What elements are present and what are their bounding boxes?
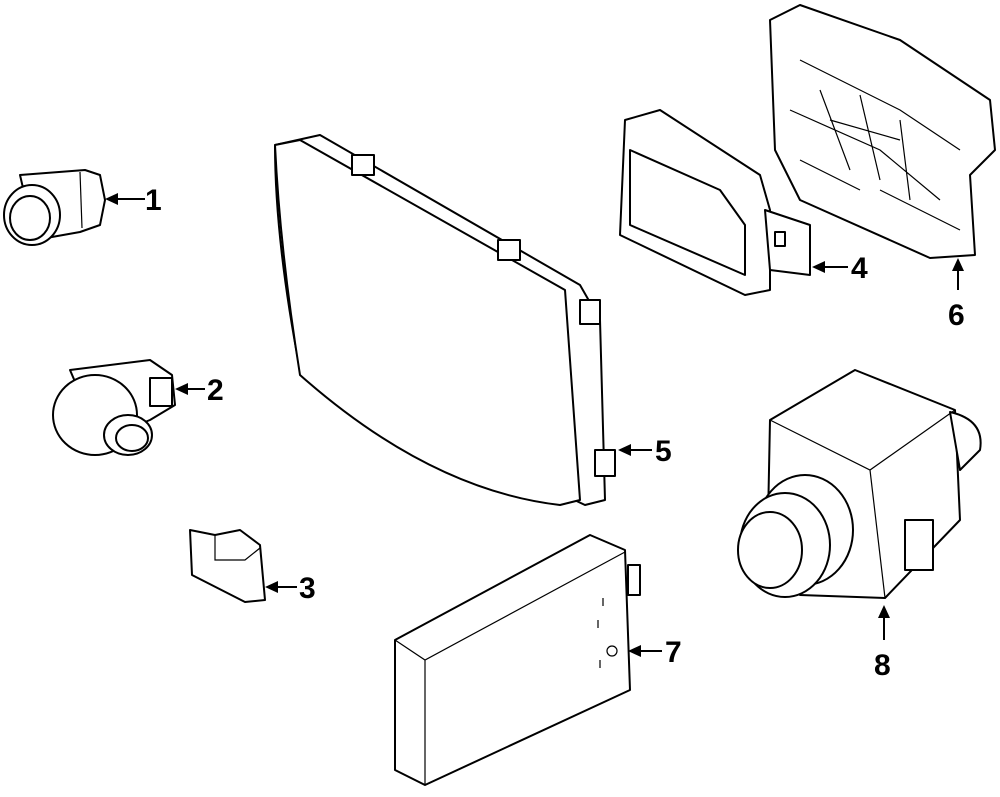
callout-number: 5 [655, 435, 672, 468]
part-5-display [274, 134, 616, 506]
part-2-sensor [52, 359, 176, 456]
part-6-bracket [769, 4, 996, 259]
callout-7: 7 [628, 636, 682, 669]
callout-3: 3 [265, 572, 316, 605]
callout-number: 4 [851, 252, 868, 285]
callout-number: 3 [299, 572, 316, 605]
callout-number: 7 [665, 636, 682, 669]
callout-4: 4 [812, 252, 868, 285]
part-8-camera [737, 369, 982, 599]
callout-number: 8 [874, 649, 891, 682]
part-3-bracket [189, 529, 266, 603]
callout-number: 1 [145, 184, 162, 217]
callout-1: 1 [105, 184, 162, 217]
callout-number: 2 [207, 374, 224, 407]
callout-2: 2 [175, 374, 224, 407]
part-4-radar [619, 109, 811, 296]
callout-8: 8 [874, 605, 891, 682]
callout-number: 6 [948, 299, 965, 332]
callout-5: 5 [618, 435, 672, 468]
part-1-sensor [3, 169, 106, 246]
callout-6: 6 [948, 258, 965, 332]
part-7-control-module [394, 534, 641, 786]
